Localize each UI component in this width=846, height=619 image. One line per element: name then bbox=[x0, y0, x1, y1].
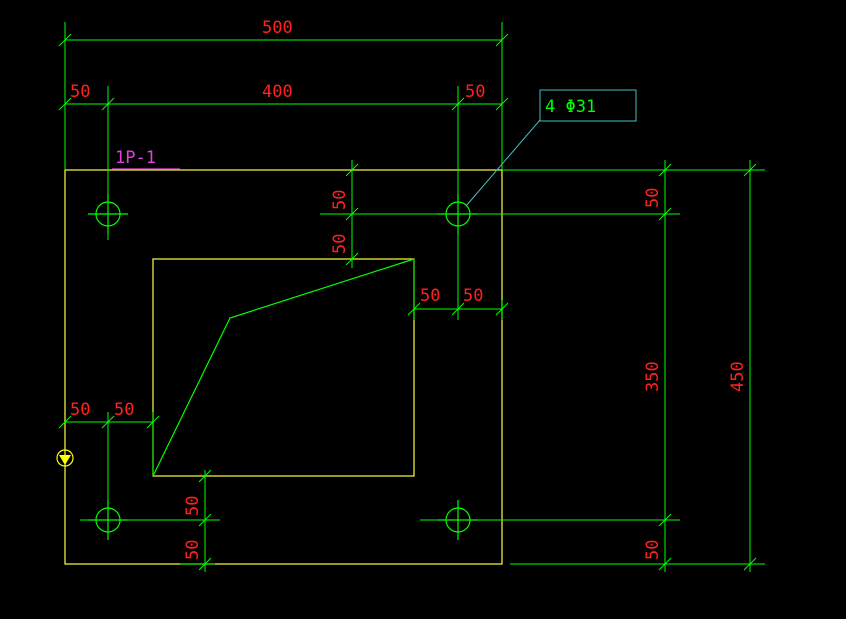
bolt-holes bbox=[88, 194, 478, 540]
dim-left-mid-1: 50 bbox=[70, 400, 90, 420]
bolt-hole-icon bbox=[88, 194, 128, 234]
top-dimension-lines bbox=[58, 22, 509, 320]
dim-top-left-edge: 50 bbox=[70, 82, 90, 102]
left-dimension-lines bbox=[58, 412, 160, 540]
bolt-hole-icon bbox=[88, 500, 128, 540]
bolt-hole-icon bbox=[438, 500, 478, 540]
callout-box bbox=[539, 89, 637, 122]
plate-label: 1P-1 bbox=[115, 148, 156, 168]
dim-opening-right-1: 50 bbox=[420, 286, 440, 306]
dim-top-right-edge: 50 bbox=[465, 82, 485, 102]
dim-right-middle: 350 bbox=[643, 361, 663, 392]
dim-right-overall: 450 bbox=[728, 361, 748, 392]
hole-callout: 4 Φ31 bbox=[465, 89, 637, 207]
bottom-dimension-lines bbox=[80, 469, 220, 572]
dim-right-top-hole: 50 bbox=[643, 188, 663, 208]
callout-text: 4 Φ31 bbox=[545, 97, 596, 117]
dim-inner-top-left: 50 bbox=[330, 190, 350, 210]
dim-left-mid-2: 50 bbox=[114, 400, 134, 420]
inner-dimension-lines bbox=[345, 160, 509, 320]
dim-right-bottom-hole: 50 bbox=[643, 540, 663, 560]
bolt-hole-icon bbox=[438, 194, 478, 234]
dim-opening-right-2: 50 bbox=[463, 286, 483, 306]
dim-bottom-1: 50 bbox=[183, 496, 203, 516]
right-dimension-lines bbox=[320, 160, 765, 572]
dim-top-inner: 400 bbox=[262, 82, 293, 102]
plate-outline bbox=[64, 169, 503, 565]
elevation-marker-icon bbox=[56, 449, 74, 467]
dim-bottom-2: 50 bbox=[183, 540, 203, 560]
dim-inner-top-left2: 50 bbox=[330, 234, 350, 254]
opening-outline bbox=[152, 258, 415, 477]
opening-diagonal bbox=[152, 258, 415, 477]
dim-top-overall: 500 bbox=[262, 18, 293, 38]
